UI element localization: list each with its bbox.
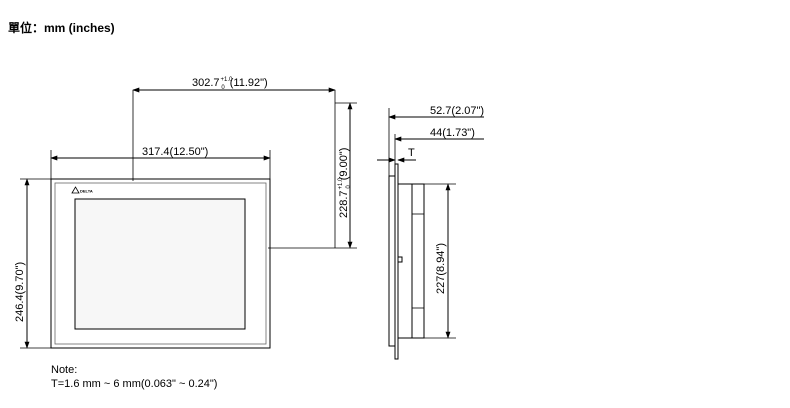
delta-logo: DELTA	[71, 186, 93, 194]
side-connector	[397, 256, 403, 263]
body-depth-label: 44(1.73")	[430, 127, 475, 139]
front-view	[20, 87, 357, 349]
panel-bezel-inner	[54, 182, 267, 345]
delta-logo-triangle	[71, 186, 80, 194]
panel-height-label: 246.4(9.70")	[14, 262, 26, 322]
side-body	[397, 183, 413, 339]
unit-title: 單位：mm (inches)	[8, 21, 115, 35]
thickness-label: T	[408, 147, 415, 159]
note-text: T=1.6 mm ~ 6 mm(0.063" ~ 0.24")	[51, 378, 218, 390]
panel-screen	[74, 198, 246, 330]
body-height-label: 227(8.94")	[435, 243, 447, 294]
delta-logo-text: DELTA	[80, 189, 93, 194]
note: Note: T=1.6 mm ~ 6 mm(0.063" ~ 0.24")	[51, 363, 217, 391]
side-body-rear	[411, 183, 425, 339]
side-bezel	[388, 175, 396, 347]
total-depth-label: 52.7(2.07")	[430, 105, 484, 117]
panel-width-label: 317.4(12.50")	[142, 146, 208, 158]
side-view	[377, 108, 484, 360]
panel-bezel	[50, 178, 271, 349]
note-title: Note:	[51, 364, 78, 376]
